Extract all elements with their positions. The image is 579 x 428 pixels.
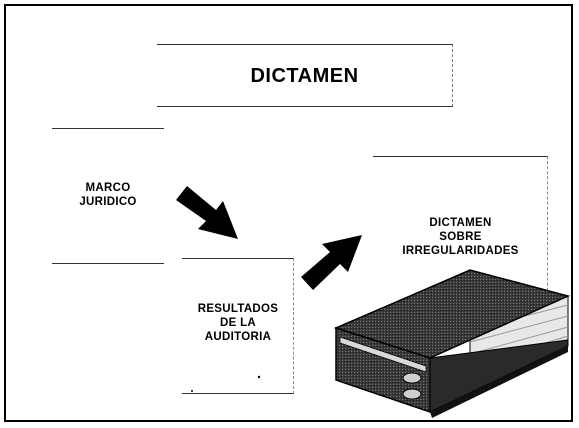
- resultados-line-1: RESULTADOS: [197, 303, 279, 315]
- marco-juridico-box: [52, 128, 164, 264]
- decorative-dot: [191, 390, 193, 392]
- decorative-dot: [257, 375, 261, 379]
- arrow-up-right-icon: [301, 235, 362, 290]
- resultados-auditoria-label: RESULTADOS DE LA AUDITORIA: [182, 302, 294, 344]
- irreg-line-3: IRREGULARIDADES: [402, 245, 519, 257]
- marco-line-2: JURIDICO: [79, 196, 137, 208]
- marco-line-1: MARCO: [85, 182, 131, 194]
- resultados-auditoria-box: [182, 258, 294, 394]
- title-box: DICTAMEN: [157, 44, 453, 107]
- irreg-line-2: SOBRE: [439, 231, 482, 243]
- resultados-line-3: AUDITORIA: [204, 331, 272, 343]
- marco-juridico-label: MARCO JURIDICO: [52, 181, 164, 209]
- arrow-down-right-icon: [176, 186, 238, 239]
- page-title: DICTAMEN: [250, 65, 359, 87]
- resultados-line-2: DE LA: [220, 317, 256, 329]
- irreg-line-1: DICTAMEN: [429, 217, 492, 229]
- dictamen-irregularidades-label: DICTAMEN SOBRE IRREGULARIDADES: [373, 216, 548, 258]
- binder-book-icon: [333, 269, 571, 418]
